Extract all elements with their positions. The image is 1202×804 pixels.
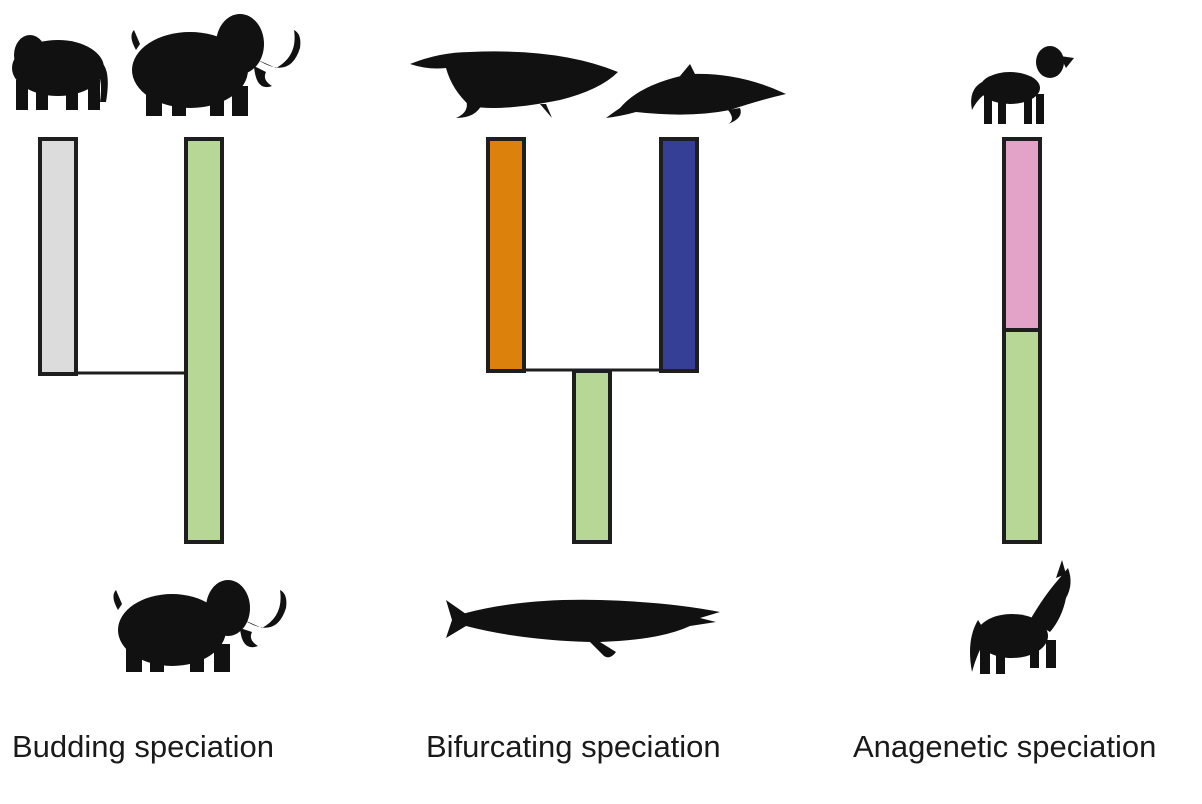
dolphin-icon	[606, 64, 786, 124]
bifurcating-right-branch	[659, 137, 699, 373]
budding-ancestor-branch	[38, 137, 78, 376]
anagenetic-panel	[970, 46, 1074, 674]
ancestral-whale-icon	[446, 599, 720, 658]
elephant-icon	[12, 35, 108, 110]
whale-icon	[410, 51, 618, 118]
bifurcating-ancestor-lineage	[572, 369, 612, 544]
mammoth-icon	[131, 14, 301, 116]
budding-main-lineage	[184, 137, 224, 544]
wolf-icon	[970, 560, 1071, 674]
budding-panel	[12, 14, 301, 672]
bifurcating-left-branch	[486, 137, 526, 373]
budding-caption: Budding speciation	[12, 729, 274, 764]
bifurcating-panel	[410, 51, 786, 658]
dog-icon	[971, 46, 1074, 124]
anagenetic-caption: Anagenetic speciation	[853, 729, 1157, 764]
mammoth-icon	[113, 580, 287, 672]
anagenetic-descendant-segment	[1002, 137, 1042, 332]
bifurcating-caption: Bifurcating speciation	[426, 729, 721, 764]
anagenetic-ancestor-segment	[1002, 328, 1042, 544]
